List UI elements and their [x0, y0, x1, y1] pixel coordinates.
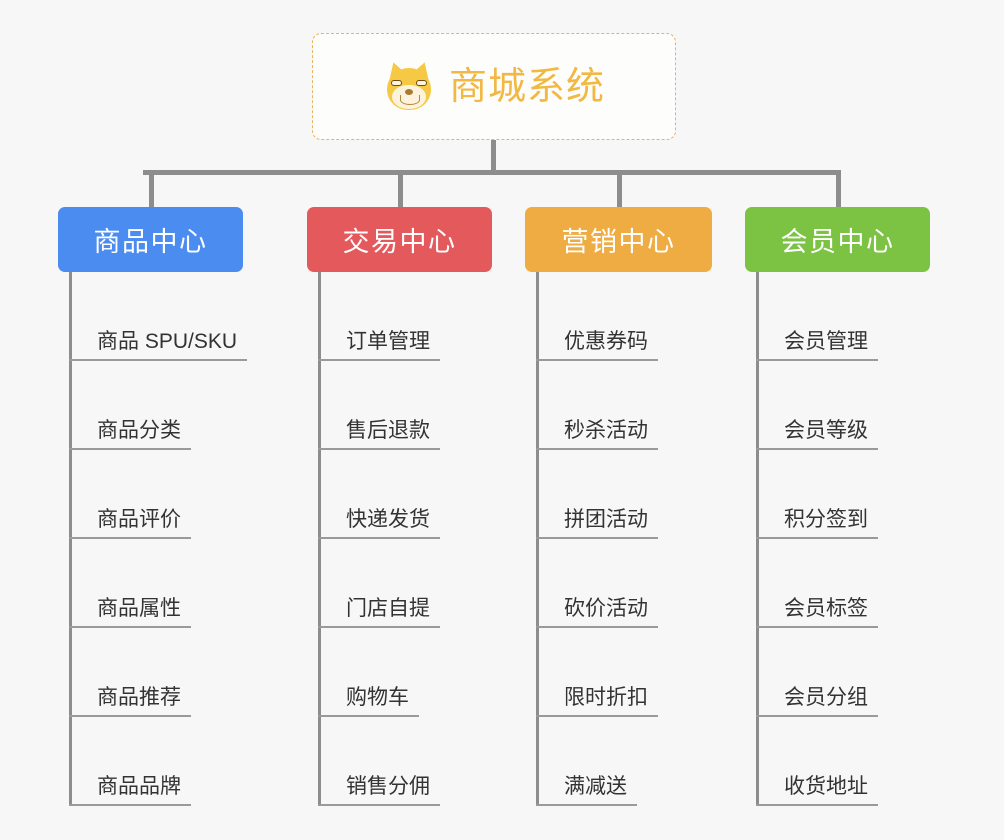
branch-spine-trade-center — [318, 272, 321, 806]
branch-item-label: 门店自提 — [318, 597, 440, 628]
branch-item-label: 商品评价 — [69, 508, 191, 539]
branch-item[interactable]: 售后退款 — [307, 361, 492, 450]
branch-item-label: 收货地址 — [756, 775, 878, 806]
branch-item-label: 会员标签 — [756, 597, 878, 628]
connector-drop-trade-center — [397, 170, 403, 208]
branch-item[interactable]: 购物车 — [307, 628, 492, 717]
branch-item[interactable]: 商品属性 — [58, 539, 243, 628]
branch-item-label: 限时折扣 — [536, 686, 658, 717]
branch-product-center: 商品中心商品 SPU/SKU 商品分类商品评价商品属性商品推荐商品品牌 — [58, 207, 248, 806]
branch-item[interactable]: 优惠券码 — [525, 272, 712, 361]
branch-item[interactable]: 砍价活动 — [525, 539, 712, 628]
connector-drop-marketing-center — [616, 170, 622, 208]
branch-item-label: 满减送 — [536, 775, 637, 806]
branch-item[interactable]: 会员标签 — [745, 539, 930, 628]
connector-horizontal-bus — [143, 170, 839, 175]
branch-marketing-center: 营销中心优惠券码秒杀活动拼团活动砍价活动限时折扣满减送 — [525, 207, 712, 806]
branch-trade-center: 交易中心订单管理售后退款快递发货门店自提购物车销售分佣 — [307, 207, 492, 806]
branch-items-member-center: 会员管理会员等级积分签到会员标签会员分组收货地址 — [745, 272, 930, 806]
branch-item[interactable]: 商品评价 — [58, 450, 243, 539]
branch-item[interactable]: 销售分佣 — [307, 717, 492, 806]
branch-item[interactable]: 商品推荐 — [58, 628, 243, 717]
branch-items-product-center: 商品 SPU/SKU 商品分类商品评价商品属性商品推荐商品品牌 — [58, 272, 248, 806]
branch-spine-product-center — [69, 272, 72, 806]
connector-drop-product-center — [148, 170, 154, 208]
branch-header-product-center[interactable]: 商品中心 — [58, 207, 243, 272]
branch-item-label: 购物车 — [318, 686, 419, 717]
connector-drop-member-center — [835, 170, 841, 208]
branch-items-trade-center: 订单管理售后退款快递发货门店自提购物车销售分佣 — [307, 272, 492, 806]
branch-item-label: 商品推荐 — [69, 686, 191, 717]
branch-item-label: 砍价活动 — [536, 597, 658, 628]
branch-item[interactable]: 收货地址 — [745, 717, 930, 806]
branch-item[interactable]: 满减送 — [525, 717, 712, 806]
branch-spine-member-center — [756, 272, 759, 806]
branch-item[interactable]: 订单管理 — [307, 272, 492, 361]
branch-item-label: 会员分组 — [756, 686, 878, 717]
branch-header-marketing-center[interactable]: 营销中心 — [525, 207, 712, 272]
branch-item[interactable]: 拼团活动 — [525, 450, 712, 539]
shiba-dog-face-icon — [383, 58, 435, 113]
connector-root-stem — [491, 140, 496, 172]
branch-item[interactable]: 会员管理 — [745, 272, 930, 361]
root-node[interactable]: 商城系统 — [312, 33, 676, 140]
branch-item-label: 商品属性 — [69, 597, 191, 628]
branch-spine-marketing-center — [536, 272, 539, 806]
branch-item[interactable]: 商品品牌 — [58, 717, 243, 806]
branch-item-label: 订单管理 — [318, 330, 440, 361]
branch-item-label: 售后退款 — [318, 419, 440, 450]
branch-item-label: 拼团活动 — [536, 508, 658, 539]
branch-item[interactable]: 秒杀活动 — [525, 361, 712, 450]
branch-item-label: 商品分类 — [69, 419, 191, 450]
branch-item[interactable]: 会员等级 — [745, 361, 930, 450]
branch-item[interactable]: 商品分类 — [58, 361, 243, 450]
branch-item-label: 会员等级 — [756, 419, 878, 450]
branch-item[interactable]: 门店自提 — [307, 539, 492, 628]
branch-item-label: 优惠券码 — [536, 330, 658, 361]
branch-item-label: 会员管理 — [756, 330, 878, 361]
branch-item-label: 积分签到 — [756, 508, 878, 539]
branch-items-marketing-center: 优惠券码秒杀活动拼团活动砍价活动限时折扣满减送 — [525, 272, 712, 806]
branch-item-label: 秒杀活动 — [536, 419, 658, 450]
branch-header-trade-center[interactable]: 交易中心 — [307, 207, 492, 272]
branch-item-label: 商品品牌 — [69, 775, 191, 806]
branch-item-label: 销售分佣 — [318, 775, 440, 806]
branch-member-center: 会员中心会员管理会员等级积分签到会员标签会员分组收货地址 — [745, 207, 930, 806]
branch-item-label: 商品 SPU/SKU — [69, 330, 248, 361]
branch-item[interactable]: 会员分组 — [745, 628, 930, 717]
root-title: 商城系统 — [448, 65, 605, 108]
branch-item[interactable]: 积分签到 — [745, 450, 930, 539]
branch-item[interactable]: 快递发货 — [307, 450, 492, 539]
branch-item-label: 快递发货 — [318, 508, 440, 539]
branch-item[interactable]: 限时折扣 — [525, 628, 712, 717]
branch-item[interactable]: 商品 SPU/SKU — [58, 272, 248, 361]
branch-header-member-center[interactable]: 会员中心 — [745, 207, 930, 272]
